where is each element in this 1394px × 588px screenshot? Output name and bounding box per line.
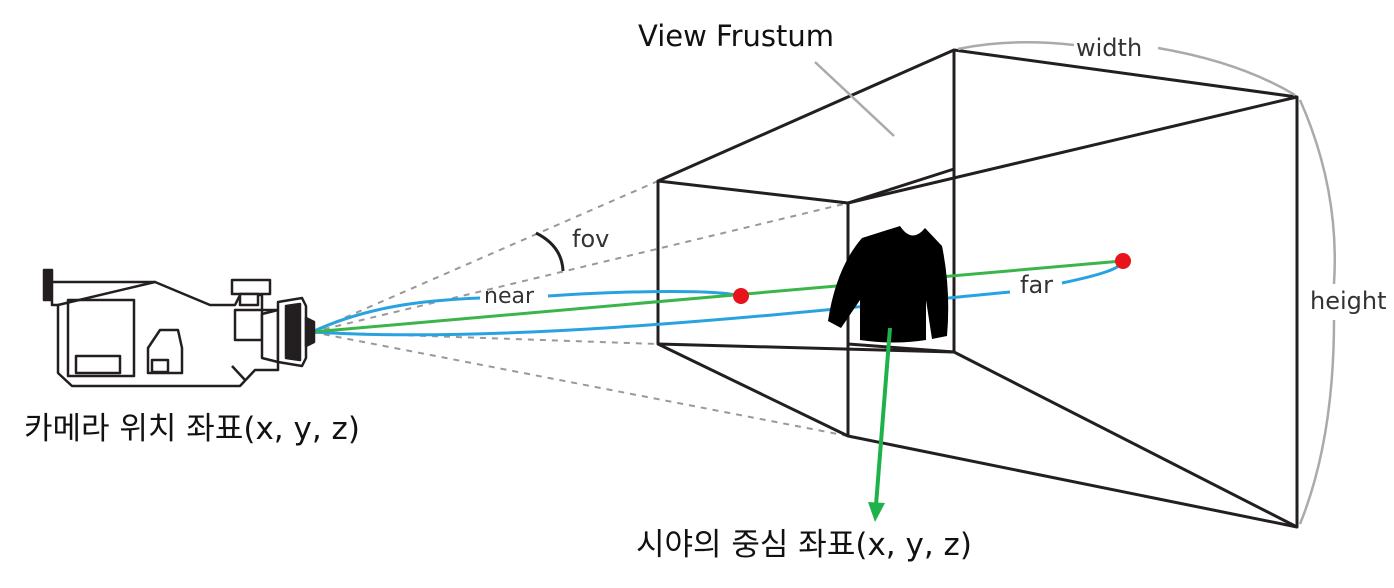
near-plane bbox=[656, 179, 850, 438]
near-arc-start bbox=[311, 296, 481, 334]
height-arc-bottom bbox=[1298, 319, 1336, 525]
width-arc-left bbox=[957, 41, 1075, 51]
width-arc-right bbox=[1157, 46, 1296, 97]
height-arc-top bbox=[1298, 99, 1337, 285]
far-label: far bbox=[1020, 271, 1054, 299]
frustum bbox=[656, 48, 1299, 529]
edge-top-right bbox=[847, 95, 1298, 205]
ray-near-top bbox=[311, 180, 659, 333]
far-marker bbox=[1115, 253, 1131, 269]
video-camera-icon bbox=[42, 268, 316, 388]
fov-angle-arc bbox=[535, 231, 565, 272]
ray-far-top bbox=[311, 202, 849, 333]
view-center-label: 시야의 중심 좌표(x, y, z) bbox=[636, 527, 972, 563]
sight-line bbox=[311, 259, 1123, 334]
shirt-icon bbox=[828, 226, 949, 343]
center-arrow bbox=[868, 327, 892, 522]
title-leader-line bbox=[814, 61, 895, 137]
width-label: width bbox=[1076, 34, 1143, 62]
projection-rays bbox=[311, 180, 849, 437]
diagram-title: View Frustum bbox=[638, 19, 835, 53]
ray-near-bottom bbox=[311, 331, 659, 345]
far-plane-back bbox=[952, 48, 1299, 529]
near-label: near bbox=[484, 284, 535, 309]
fov-label: fov bbox=[572, 225, 610, 253]
height-label: height bbox=[1310, 287, 1387, 315]
camera-position-label: 카메라 위치 좌표(x, y, z) bbox=[24, 411, 360, 447]
near-marker bbox=[733, 288, 749, 304]
dimension-arcs bbox=[814, 41, 1337, 525]
edge-bottom-left bbox=[657, 342, 955, 354]
edge-top-left bbox=[657, 48, 955, 183]
near-arc-end bbox=[547, 290, 741, 298]
edge-bottom-right bbox=[847, 434, 1298, 529]
